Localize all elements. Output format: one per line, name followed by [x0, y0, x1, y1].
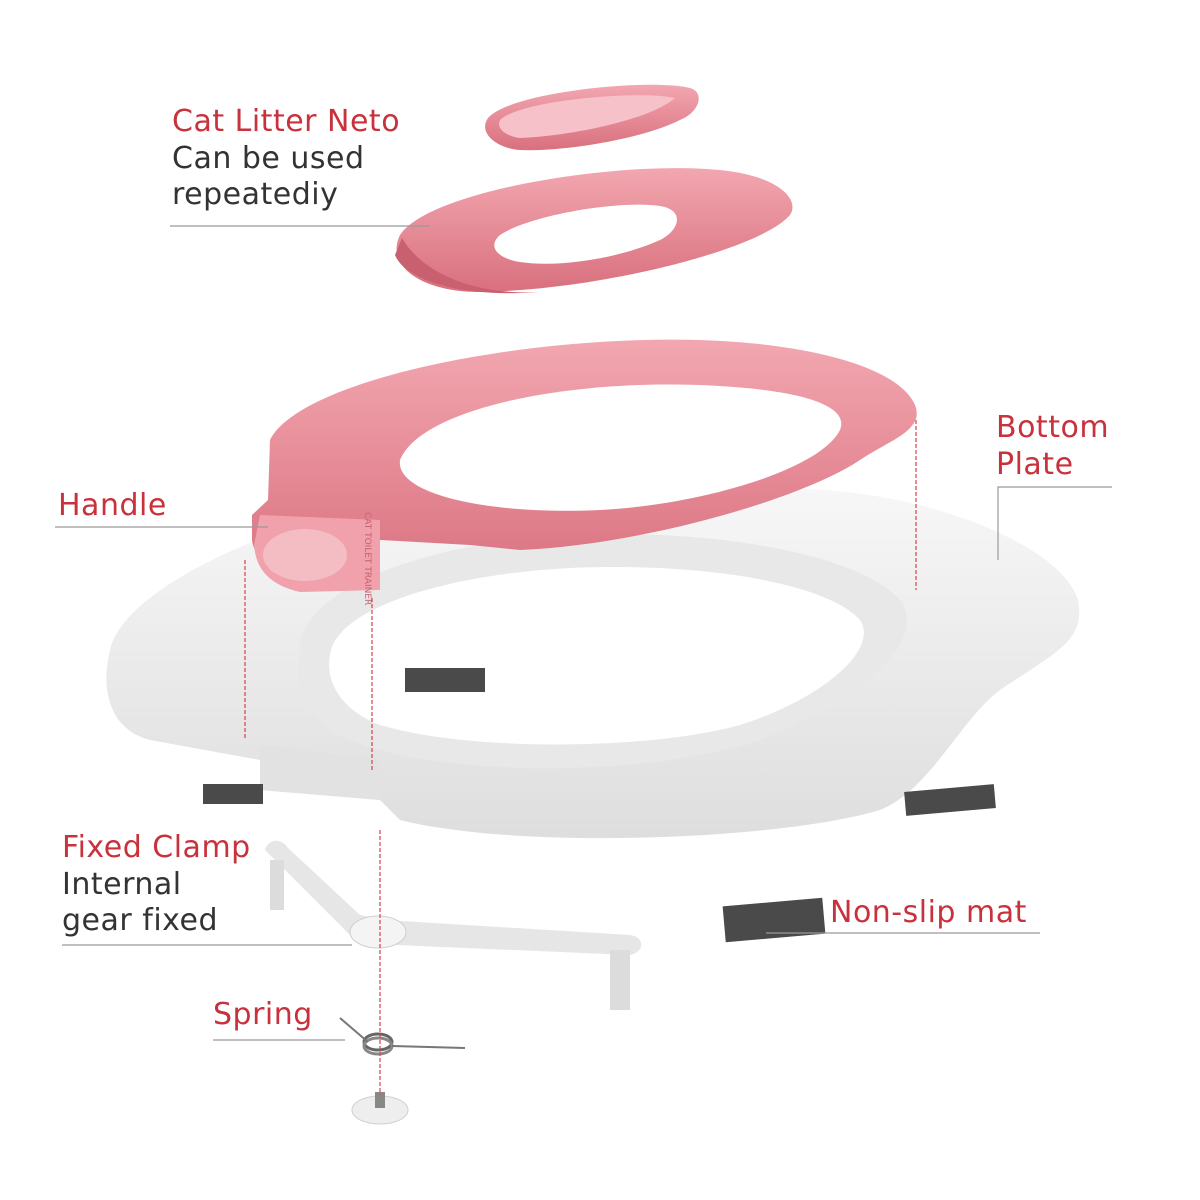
- pink-ring-tray: [395, 168, 793, 294]
- spring-title: Spring: [213, 997, 313, 1032]
- mat-top-left: [405, 668, 485, 692]
- fixed-clamp-line1: Internal: [62, 866, 182, 902]
- fixed-clamp: [265, 840, 642, 1010]
- callout-bottom-plate: Bottom Plate: [996, 410, 1109, 483]
- mat-front: [722, 897, 826, 943]
- small-pink-tray: [485, 84, 699, 151]
- cat-litter-line1: Can be used: [172, 140, 365, 176]
- cat-litter-title: Cat Litter Neto: [172, 104, 401, 139]
- handle-title: Handle: [58, 488, 167, 523]
- callout-spring: Spring: [213, 997, 313, 1034]
- fixed-clamp-line2: gear fixed: [62, 903, 218, 939]
- large-pink-tray: CAT TOILET TRAINER: [252, 339, 917, 605]
- mat-right: [904, 784, 996, 816]
- fixed-clamp-title: Fixed Clamp: [62, 830, 251, 865]
- mat-left: [203, 784, 263, 804]
- callout-fixed-clamp: Fixed Clamp Internal gear fixed: [62, 830, 251, 940]
- spring-part: [339, 1017, 466, 1056]
- handle-emboss-text: CAT TOILET TRAINER: [362, 512, 372, 605]
- cat-litter-line2: repeatediy: [172, 177, 339, 213]
- callout-non-slip: Non-slip mat: [830, 895, 1027, 932]
- bottom-plate-line2: Plate: [996, 446, 1074, 482]
- assembly-guides: [244, 420, 917, 1095]
- callout-cat-litter: Cat Litter Neto Can be used repeatediy: [172, 104, 400, 214]
- bottom-plate-line1: Bottom: [996, 410, 1110, 445]
- callout-handle: Handle: [58, 488, 167, 525]
- screw-base: [351, 1092, 409, 1125]
- non-slip-title: Non-slip mat: [830, 895, 1027, 930]
- leader-lines: [55, 225, 1112, 1041]
